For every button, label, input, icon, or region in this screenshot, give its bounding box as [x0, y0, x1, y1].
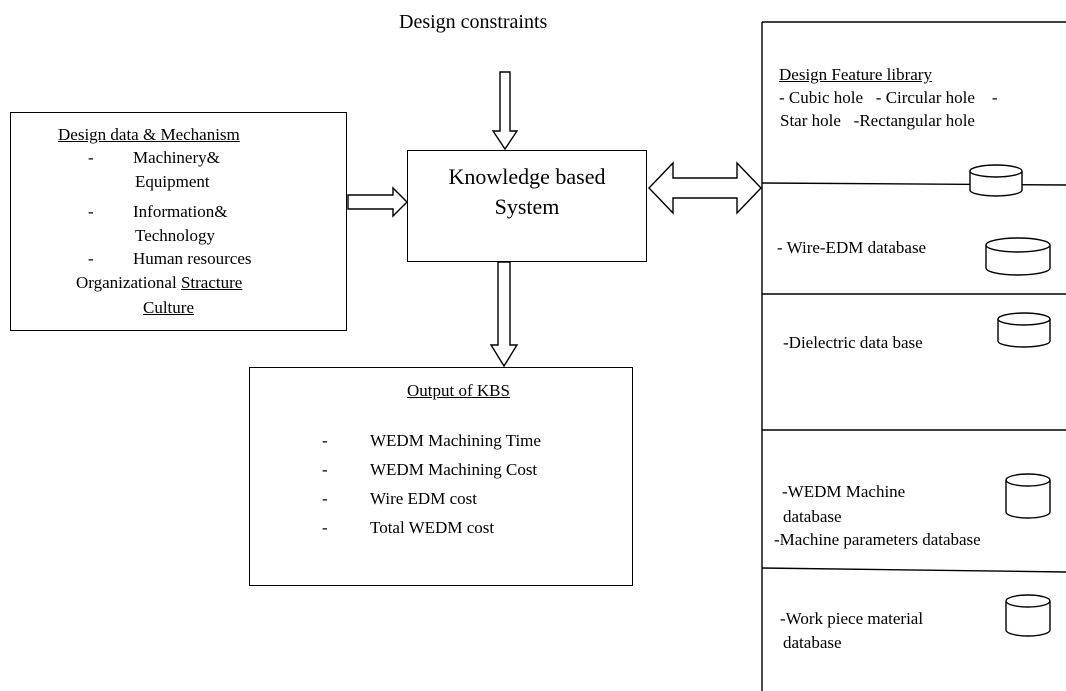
feature-library-line-2: Star hole -Rectangular hole — [780, 111, 975, 130]
feature-library-heading: Design Feature library — [779, 65, 932, 84]
bidirectional-arrow — [648, 161, 762, 215]
output-dash-1: - — [322, 431, 328, 450]
dielectric-database-icon — [997, 312, 1051, 348]
machine-parameters-database-label: -Machine parameters database — [774, 530, 981, 549]
feature-library-line-1: - Cubic hole - Circular hole - — [779, 88, 998, 107]
wire-edm-database-label: - Wire-EDM database — [777, 238, 927, 257]
constraints-arrow — [491, 71, 519, 151]
output-dash-3: - — [322, 489, 328, 508]
workpiece-database-line-1: -Work piece material — [780, 609, 924, 628]
dielectric-database-label: -Dielectric data base — [783, 333, 923, 352]
design-data-item-2-line-2: Technology — [135, 226, 216, 245]
output-item-1: WEDM Machining Time — [370, 431, 541, 450]
kbs-box — [407, 150, 647, 262]
output-arrow — [489, 261, 519, 368]
output-item-2: WEDM Machining Cost — [370, 460, 538, 479]
output-box — [249, 367, 633, 586]
design-data-box — [10, 112, 347, 331]
output-dash-4: - — [322, 518, 328, 537]
output-item-3: Wire EDM cost — [370, 489, 477, 508]
wedm-machine-database-icon — [1005, 473, 1051, 519]
wedm-machine-database-line-1: -WEDM Machine — [782, 482, 906, 501]
workpiece-database-icon — [1005, 594, 1051, 637]
design-data-arrow — [347, 186, 408, 218]
design-data-item-1-line-1: Machinery& — [133, 148, 220, 167]
structure-label: Stracture — [180, 273, 243, 292]
output-dash-2: - — [322, 460, 328, 479]
design-data-item-3-line-1: Human resources — [133, 249, 252, 268]
organizational-line: Organizational Stracture — [76, 272, 242, 293]
design-data-dash-3: - — [88, 249, 94, 268]
design-data-dash-1: - — [88, 148, 94, 167]
feature-library-database-icon — [969, 164, 1023, 197]
kbs-label-line-2: System — [494, 194, 560, 219]
right-panel-divider-4 — [761, 567, 1066, 573]
wire-edm-database-icon — [985, 237, 1051, 276]
output-heading: Output of KBS — [407, 381, 510, 400]
output-item-4: Total WEDM cost — [370, 518, 495, 537]
workpiece-database-line-2: database — [783, 633, 842, 652]
organizational-label: Organizational — [76, 273, 181, 292]
kbs-label-line-1: Knowledge based — [448, 164, 606, 189]
design-data-dash-2: - — [88, 202, 94, 221]
design-data-item-1-line-2: Equipment — [135, 172, 210, 191]
design-data-heading: Design data & Mechanism — [58, 125, 240, 144]
diagram-title: Design constraints — [399, 11, 548, 33]
wedm-machine-database-line-2: database — [783, 507, 842, 526]
culture-label: Culture — [143, 298, 194, 317]
design-data-item-2-line-1: Information& — [133, 202, 228, 221]
